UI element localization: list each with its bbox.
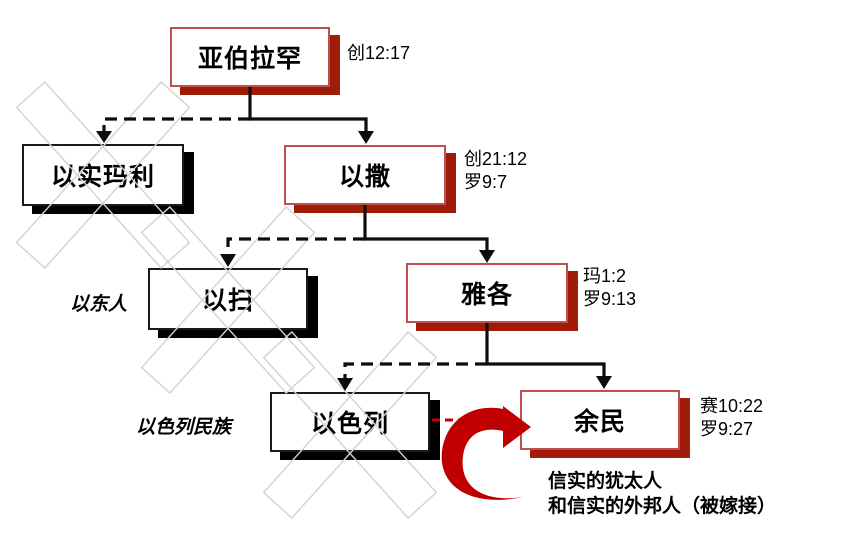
ref-line: 赛10:22 bbox=[700, 396, 764, 416]
node-israel: 以色列 bbox=[270, 392, 430, 452]
arrowhead-down-icon bbox=[220, 254, 236, 267]
node-abraham-label: 亚伯拉罕 bbox=[197, 45, 302, 73]
ref-line: 创12:17 bbox=[347, 43, 411, 63]
side-label-israel-nation: 以色列民族 bbox=[136, 417, 232, 438]
node-esau: 以扫 bbox=[148, 268, 308, 330]
node-ishmael-label: 以实玛利 bbox=[50, 163, 155, 191]
ref-isaac: 创21:12 罗9:7 bbox=[464, 148, 527, 194]
arrowhead-down-icon bbox=[479, 250, 495, 263]
curved-arrow-icon bbox=[441, 406, 531, 500]
ref-line: 罗9:27 bbox=[700, 419, 754, 439]
ref-line: 创21:12 bbox=[464, 149, 528, 169]
arrowhead-down-icon bbox=[596, 376, 612, 389]
arrowhead-down-icon bbox=[337, 378, 353, 391]
annotation-line-2: 和信实的外邦人（被嫁接） bbox=[548, 496, 777, 517]
node-abraham: 亚伯拉罕 bbox=[170, 27, 330, 87]
annotation-line-1: 信实的犹太人 bbox=[548, 471, 663, 492]
arrowhead-down-icon bbox=[358, 131, 374, 144]
connector-abraham-isaac bbox=[248, 87, 374, 144]
ref-line: 玛1:2 bbox=[583, 266, 627, 286]
connector-jacob-israel bbox=[337, 362, 487, 391]
node-remnant-label: 余民 bbox=[573, 408, 626, 436]
node-ishmael: 以实玛利 bbox=[22, 144, 184, 206]
grafted-annotation: 信实的犹太人 和信实的外邦人（被嫁接） bbox=[548, 469, 776, 519]
node-jacob: 雅各 bbox=[406, 263, 568, 323]
ref-abraham: 创12:17 bbox=[347, 42, 410, 65]
ref-line: 罗9:7 bbox=[464, 172, 508, 192]
arrowhead-down-icon bbox=[96, 131, 112, 143]
node-isaac: 以撒 bbox=[284, 145, 446, 205]
connector-abraham-ishmael bbox=[96, 117, 250, 143]
node-isaac-label: 以撒 bbox=[338, 163, 391, 191]
side-label-edomites: 以东人 bbox=[70, 294, 128, 315]
node-israel-label: 以色列 bbox=[310, 410, 389, 438]
connector-jacob-remnant bbox=[485, 323, 612, 389]
ref-jacob: 玛1:2 罗9:13 bbox=[583, 265, 636, 311]
connector-isaac-jacob bbox=[363, 205, 495, 263]
connector-isaac-esau bbox=[220, 237, 365, 267]
ref-remnant: 赛10:22 罗9:27 bbox=[700, 395, 763, 441]
ref-line: 罗9:13 bbox=[583, 289, 637, 309]
node-remnant: 余民 bbox=[520, 390, 680, 450]
node-jacob-label: 雅各 bbox=[460, 281, 513, 309]
node-esau-label: 以扫 bbox=[201, 287, 254, 315]
